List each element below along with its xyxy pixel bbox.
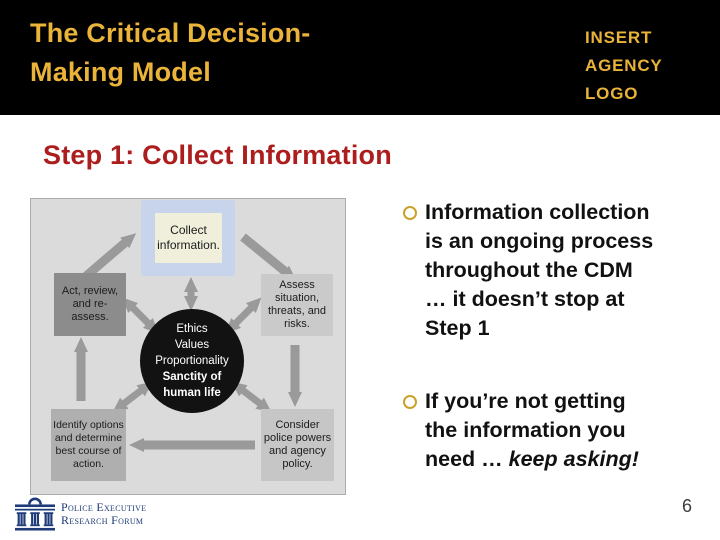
bullet-2-line2: the information you xyxy=(425,418,626,442)
center-line-sanctity: Sanctity of human life xyxy=(162,371,222,399)
diagram-center-circle: Ethics Values Proportionality Sanctity o… xyxy=(140,309,244,413)
bullet-1-line5: Step 1 xyxy=(425,316,490,340)
diagram-node-collect: Collect information. xyxy=(155,213,222,263)
center-line-values: Values xyxy=(174,339,210,351)
bullet-1-line3: throughout the CDM xyxy=(425,258,633,282)
bullet-ring-icon xyxy=(403,395,417,409)
bullet-2-line1: If you’re not getting xyxy=(425,389,626,413)
bullet-2-text: If you’re not getting the information yo… xyxy=(425,387,639,474)
cdm-diagram: Collect information. Act, review, and re… xyxy=(30,198,346,495)
bullet-1-line4: … it doesn’t stop at xyxy=(425,287,625,311)
page-number: 6 xyxy=(682,496,693,516)
agency-logo-line3: LOGO xyxy=(585,84,639,103)
bullet-2-tail-plain: need … xyxy=(425,447,509,471)
center-line-ethics: Ethics xyxy=(176,323,208,335)
diagram-node-assess: Assess situation, threats, and risks. xyxy=(261,274,333,336)
agency-logo-line2: AGENCY xyxy=(585,56,663,75)
bullet-1-text: Information collection is an ongoing pro… xyxy=(425,198,653,343)
list-item: If you’re not getting the information yo… xyxy=(403,387,703,474)
cycle-arrows xyxy=(74,233,302,452)
center-line-proportionality: Proportionality xyxy=(155,355,229,367)
perf-org-line1: Police Executive xyxy=(61,500,147,514)
perf-logo: Police Executive Research Forum xyxy=(15,497,146,531)
bullet-list: Information collection is an ongoing pro… xyxy=(403,198,703,518)
bullet-1-line1: Information collection xyxy=(425,200,650,224)
slide-title-line2: Making Model xyxy=(30,57,211,87)
perf-org-name: Police Executive Research Forum xyxy=(61,501,146,527)
diagram-node-act: Act, review, and re-assess. xyxy=(54,273,126,336)
slide-title: The Critical Decision- Making Model xyxy=(30,14,310,92)
list-item: Information collection is an ongoing pro… xyxy=(403,198,703,343)
bullet-ring-icon xyxy=(403,206,417,220)
slide-title-line1: The Critical Decision- xyxy=(30,18,311,48)
agency-logo-placeholder: INSERT AGENCY LOGO xyxy=(585,24,663,108)
bullet-2-tail-italic: keep asking! xyxy=(508,447,639,471)
bullet-2-line3: need … keep asking! xyxy=(425,445,639,474)
two-way-arrows xyxy=(112,277,272,413)
perf-temple-icon xyxy=(15,497,55,531)
perf-org-line2: Research Forum xyxy=(61,513,144,527)
header-band: The Critical Decision- Making Model INSE… xyxy=(0,0,720,115)
agency-logo-line1: INSERT xyxy=(585,28,653,47)
bullet-1-line2: is an ongoing process xyxy=(425,229,654,253)
diagram-node-consider: Consider police powers and agency policy… xyxy=(261,409,334,481)
step-heading: Step 1: Collect Information xyxy=(43,140,392,170)
diagram-arrows-layer xyxy=(74,233,302,452)
diagram-node-identify: Identify options and determine best cour… xyxy=(51,409,126,481)
